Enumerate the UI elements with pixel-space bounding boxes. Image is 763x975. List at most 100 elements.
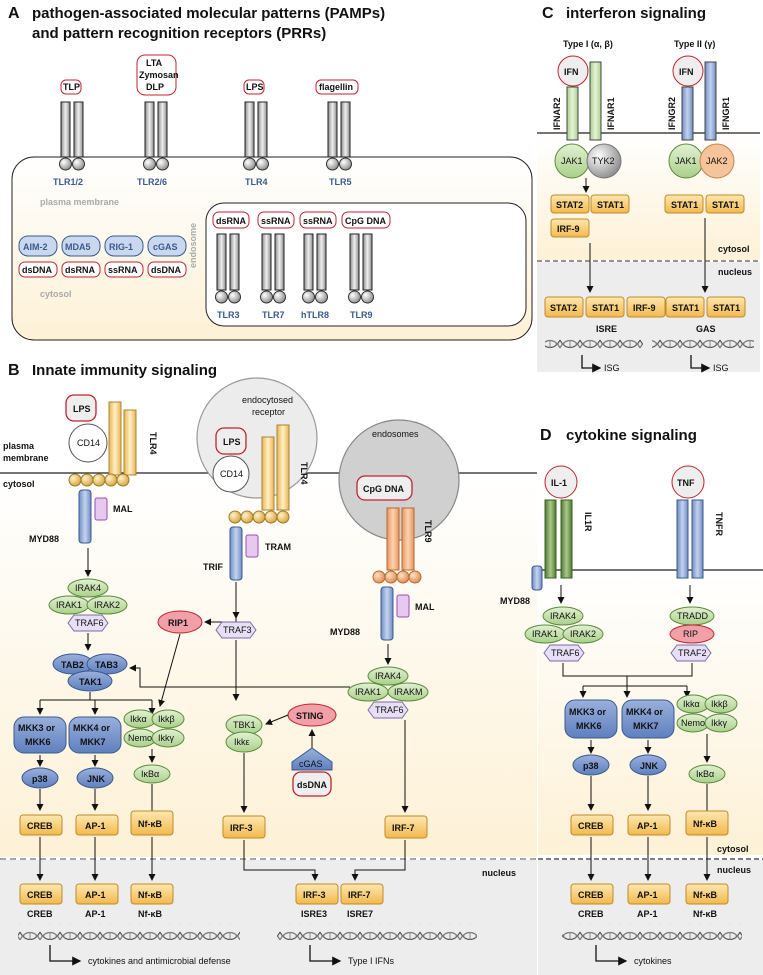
myd88-b2: MYD88	[330, 627, 360, 637]
tab2-b: TAB2	[61, 660, 84, 670]
stat2-c1: STAT2	[556, 200, 583, 210]
endocytosed-1: endocytosed	[242, 395, 293, 405]
jak1-c2: JAK1	[675, 156, 697, 166]
ikkg-b: Ikkγ	[158, 733, 175, 743]
ap1-b: AP-1	[85, 821, 106, 831]
sting-b: STING	[296, 711, 324, 721]
traf6-b1: TRAF6	[75, 618, 104, 628]
nucleus-label-c: nucleus	[718, 267, 752, 277]
nfkb-d-gene: Nf-κB	[693, 909, 718, 919]
nfkb-d: Nf-κB	[693, 819, 718, 829]
nfkb-b: Nf-κB	[138, 819, 163, 829]
irak1-b1: IRAK1	[56, 600, 82, 610]
isg-1: ISG	[604, 363, 620, 373]
irak2-d: IRAK2	[570, 629, 596, 639]
nfkb-d-n: Nf-κB	[693, 890, 718, 900]
cytosol-label-a: cytosol	[40, 289, 72, 299]
panel-b-letter: B	[8, 362, 20, 379]
cytosol-label-b: cytosol	[3, 479, 35, 489]
receptor-htlr8: hTLR8	[301, 310, 329, 320]
output-b1: cytokines and antimicrobial defense	[88, 956, 231, 966]
mkk4-d: MKK4 or	[626, 707, 663, 717]
irf7-b-n: IRF-7	[348, 890, 371, 900]
endo-ligand-2: ssRNA	[303, 216, 333, 226]
panel-c-title: interferon signaling	[566, 5, 706, 22]
tnf-d: TNF	[677, 478, 695, 488]
ligand-lps-a: LPS	[246, 82, 264, 92]
tlr4-b1: TLR4	[148, 432, 158, 455]
receptor-tlr4-a: TLR4	[245, 177, 268, 187]
stat1-c-n1: STAT1	[592, 303, 619, 313]
rip-d: RIP	[683, 629, 698, 639]
stat1-c-n3: STAT1	[713, 303, 740, 313]
panel-c-letter: C	[542, 5, 554, 22]
receptor-tlr26: TLR2/6	[137, 177, 167, 187]
stat2-c-n: STAT2	[550, 303, 577, 313]
irf3-b: IRF-3	[230, 823, 253, 833]
dna-gas	[652, 336, 754, 352]
ap1-d: AP-1	[637, 821, 658, 831]
panel-d: D cytokine signaling cytosol nucleus IL-…	[500, 427, 763, 975]
ap1-d-gene: AP-1	[637, 909, 658, 919]
ikkb-b: Ikkβ	[158, 714, 175, 724]
cytosol-label-d: cytosol	[717, 844, 749, 854]
ifn-type2: IFN	[679, 67, 694, 77]
il1r-d: IL1R	[583, 512, 593, 532]
sensor-mda5: MDA5	[65, 242, 91, 252]
tab3-b: TAB3	[95, 660, 118, 670]
output-d: cytokines	[634, 956, 672, 966]
isre3-b: ISRE3	[301, 909, 327, 919]
dna-b1	[18, 924, 240, 940]
nucleus-label-b: nucleus	[482, 868, 516, 878]
nemo-b: Nemo	[128, 733, 152, 743]
mkk7-b: MKK7	[80, 737, 106, 747]
plasma-label-b: plasma	[3, 441, 35, 451]
cytosolic-sensors: AIM-2 dsDNA MDA5 dsRNA RIG-1 ssRNA cGAS …	[18, 235, 187, 278]
ifngr2-label: IFNGR2	[667, 97, 677, 130]
tram-b: TRAM	[265, 542, 291, 552]
ikka-d: Ikkα	[683, 699, 700, 709]
cpg-b: CpG DNA	[363, 484, 404, 494]
panel-c: C interferon signaling cytosol nucleus T…	[537, 5, 760, 373]
irf3-b-n: IRF-3	[303, 890, 326, 900]
il1-d: IL-1	[551, 478, 567, 488]
mkk6-d: MKK6	[576, 721, 602, 731]
trif-b: TRIF	[203, 562, 223, 572]
jak1-c1: JAK1	[561, 156, 583, 166]
cyto-ligand-3: dsDNA	[151, 265, 182, 275]
irak4-b1: IRAK4	[75, 583, 101, 593]
stat1-c3: STAT1	[712, 200, 739, 210]
irf7-b: IRF-7	[392, 823, 415, 833]
cyto-ligand-1: dsRNA	[65, 265, 96, 275]
sensor-rig1: RIG-1	[109, 242, 133, 252]
jak2-c: JAK2	[706, 156, 728, 166]
tak1-b: TAK1	[79, 677, 102, 687]
irak1-d: IRAK1	[532, 629, 558, 639]
panel-a-letter: A	[8, 5, 20, 22]
ikba-b: IκBα	[141, 769, 159, 779]
cgas-b: cGAS	[299, 759, 323, 769]
ligand-flagellin: flagellin	[319, 82, 353, 92]
ap1-d-n: AP-1	[637, 890, 658, 900]
tlr5-receptor: flagellin TLR5	[315, 79, 359, 187]
isre7-b: ISRE7	[347, 909, 373, 919]
stat1-c1: STAT1	[597, 200, 624, 210]
ifnar1-label: IFNAR1	[606, 97, 616, 130]
endosomal-receptors: dsRNA TLR3 ssRNA TLR7 ssRNA hTLR8 CpG DN…	[212, 211, 391, 320]
sensor-cgas-a: cGAS	[153, 242, 178, 252]
receptor-tlr9-a: TLR9	[350, 310, 373, 320]
ifnar2-label: IFNAR2	[552, 97, 562, 130]
tlr4-b2: TLR4	[299, 462, 309, 485]
cytosol-label-c: cytosol	[718, 244, 750, 254]
creb-d: CREB	[578, 821, 604, 831]
nfkb-b-n: Nf-κB	[138, 890, 163, 900]
irak4-d: IRAK4	[550, 611, 576, 621]
nucleus-bg-b	[0, 860, 537, 975]
mal-b1: MAL	[113, 504, 133, 514]
receptor-tlr5: TLR5	[329, 177, 352, 187]
creb-b-gene: CREB	[27, 909, 53, 919]
endo-ligand-0: dsRNA	[216, 216, 247, 226]
sensor-aim2: AIM-2	[23, 242, 48, 252]
panel-b-title: Innate immunity signaling	[32, 362, 217, 379]
